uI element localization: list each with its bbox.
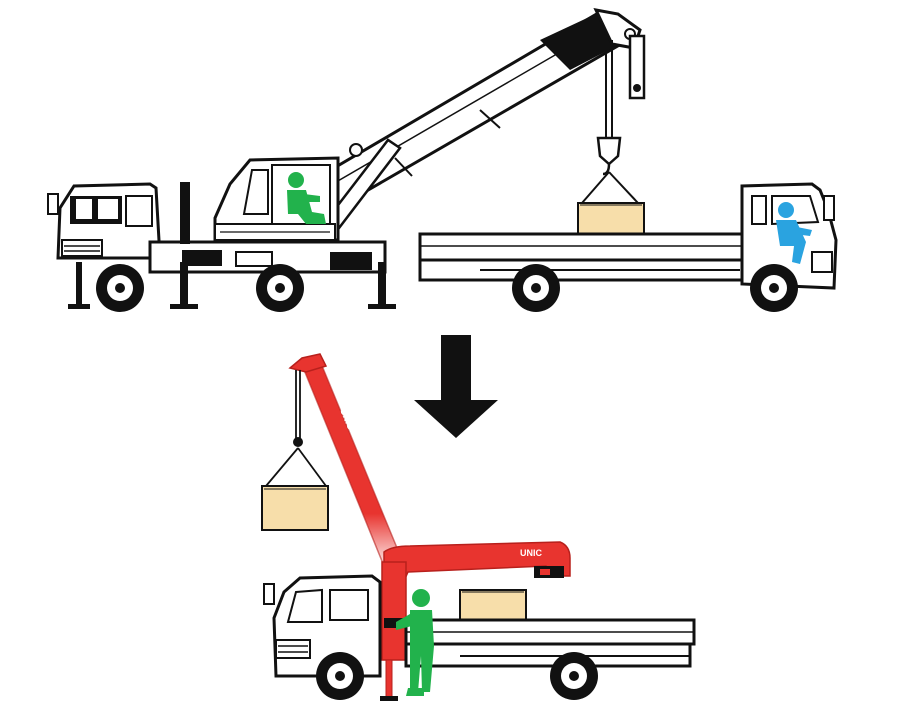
cargo-box-on-bed bbox=[459, 589, 527, 621]
loader-truck-cab bbox=[263, 574, 382, 678]
jib-brand-label: UNIC bbox=[520, 548, 542, 558]
flatbed-truck bbox=[418, 182, 838, 312]
raised-boom-hook bbox=[265, 370, 327, 487]
folded-boom: UNIC bbox=[380, 541, 571, 701]
crane-truck-wheels bbox=[96, 264, 304, 312]
arrow-down-icon bbox=[414, 335, 498, 438]
hook-and-wire bbox=[581, 40, 639, 204]
loader-truck-bed bbox=[404, 618, 696, 668]
loader-truck-wheels bbox=[316, 652, 598, 700]
loader-operator-figure bbox=[396, 589, 434, 696]
cargo-box-top bbox=[577, 202, 645, 236]
telescopic-boom bbox=[297, 8, 646, 234]
crane-outriggers bbox=[68, 262, 396, 309]
cargo-box-hanging bbox=[261, 485, 329, 531]
truck-driver-figure bbox=[776, 202, 812, 264]
crane-truck-chassis bbox=[148, 182, 387, 274]
mobile-crane-truck bbox=[47, 8, 646, 312]
loader-crane-truck: UNIC UNIC bbox=[261, 353, 696, 701]
crane-truck-cab bbox=[47, 182, 162, 260]
crane-operator-figure bbox=[287, 172, 326, 224]
crane-upper-structure bbox=[213, 156, 340, 242]
